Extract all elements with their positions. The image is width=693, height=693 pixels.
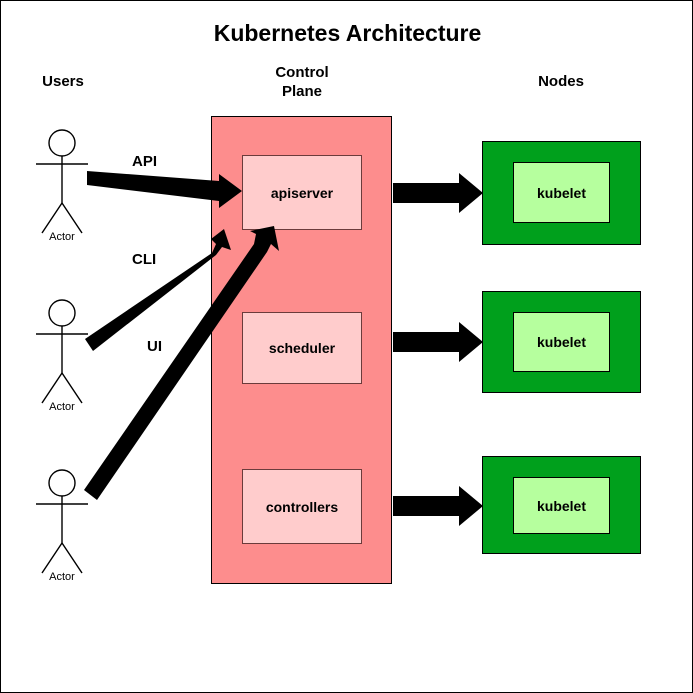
column-header-control-plane: Control Plane <box>250 63 354 101</box>
actor-label-2: Actor <box>49 401 75 413</box>
actor-figure-2[interactable] <box>36 299 88 404</box>
column-header-nodes: Nodes <box>538 73 584 90</box>
arrow-label-ui: UI <box>147 338 162 355</box>
arrow-scheduler-to-node2 <box>393 322 483 362</box>
arrow-label-cli: CLI <box>132 251 157 268</box>
column-header-users: Users <box>42 73 84 90</box>
node-kubelet-3[interactable]: kubelet <box>513 477 610 534</box>
actor-figure-1[interactable] <box>36 129 88 234</box>
arrow-ui <box>84 226 279 500</box>
control-plane-component-controllers[interactable]: controllers <box>242 469 362 544</box>
arrow-apiserver-to-node1 <box>393 173 483 213</box>
arrow-label-api: API <box>132 153 158 170</box>
page-title: Kubernetes Architecture <box>213 20 482 46</box>
arrow-cli <box>85 229 231 351</box>
actor-label-1: Actor <box>49 231 75 243</box>
actor-label-3: Actor <box>49 571 75 583</box>
control-plane-component-scheduler[interactable]: scheduler <box>242 312 362 384</box>
node-kubelet-1[interactable]: kubelet <box>513 162 610 223</box>
actor-figure-3[interactable] <box>36 469 88 574</box>
column-header-control-plane-line2: Plane <box>281 83 323 100</box>
node-kubelet-2[interactable]: kubelet <box>513 312 610 372</box>
arrow-controllers-to-node3 <box>393 486 483 526</box>
control-plane-component-apiserver[interactable]: apiserver <box>242 155 362 230</box>
arrow-api <box>87 171 242 208</box>
column-header-control-plane-line1: Control <box>275 64 329 81</box>
